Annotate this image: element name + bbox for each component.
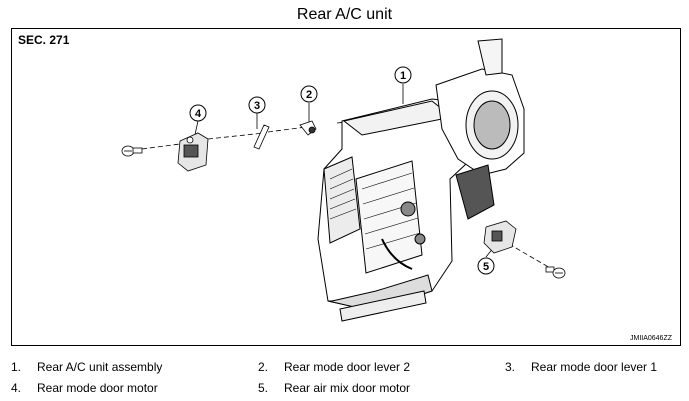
svg-text:2: 2: [306, 89, 312, 101]
legend-label: Rear mode door lever 1: [531, 360, 658, 374]
svg-text:3: 3: [254, 100, 260, 112]
figure-code: JMIIA0646ZZ: [629, 335, 672, 342]
svg-text:5: 5: [483, 261, 489, 273]
section-label: SEC. 271: [18, 33, 70, 47]
rear-air-mix-door-motor-part: [483, 220, 517, 254]
legend-number: 4.: [11, 381, 22, 395]
lever-1-part: [253, 124, 270, 150]
svg-text:4: 4: [195, 108, 202, 120]
legend-number: 3.: [505, 360, 516, 374]
legend-label: Rear mode door motor: [37, 381, 158, 395]
callout-4: 4: [189, 104, 207, 122]
svg-text:1: 1: [400, 70, 406, 82]
rear-mode-door-motor-part: [177, 132, 209, 172]
diagram-title: Rear A/C unit: [296, 6, 393, 23]
blower-housing: [435, 38, 525, 220]
ac-unit-illustration: 1 2 3 4 5: [121, 38, 566, 322]
legend-item-1: 1. Rear A/C unit assembly: [11, 360, 162, 374]
callout-3: 3: [248, 96, 266, 114]
legend-number: 2.: [258, 360, 269, 374]
rear-ac-unit-body: [317, 98, 483, 322]
legend-label: Rear mode door lever 2: [284, 360, 411, 374]
screw-left: [121, 145, 143, 157]
diagram-frame: SEC. 271 JMIIA0646ZZ: [11, 28, 681, 346]
legend-item-4: 4. Rear mode door motor: [11, 381, 158, 395]
legend-item-3: 3. Rear mode door lever 1: [505, 360, 657, 374]
legend-number: 1.: [11, 360, 22, 374]
callout-2: 2: [300, 85, 318, 103]
legend-item-2: 2. Rear mode door lever 2: [258, 360, 410, 374]
legend-item-5: 5. Rear air mix door motor: [258, 381, 410, 395]
legend-label: Rear A/C unit assembly: [37, 360, 163, 374]
screw-right: [545, 266, 566, 279]
callout-5: 5: [477, 257, 495, 275]
legend-label: Rear air mix door motor: [284, 381, 411, 395]
lever-2-part: [299, 120, 317, 136]
callout-1: 1: [394, 66, 412, 84]
legend-number: 5.: [258, 381, 269, 395]
